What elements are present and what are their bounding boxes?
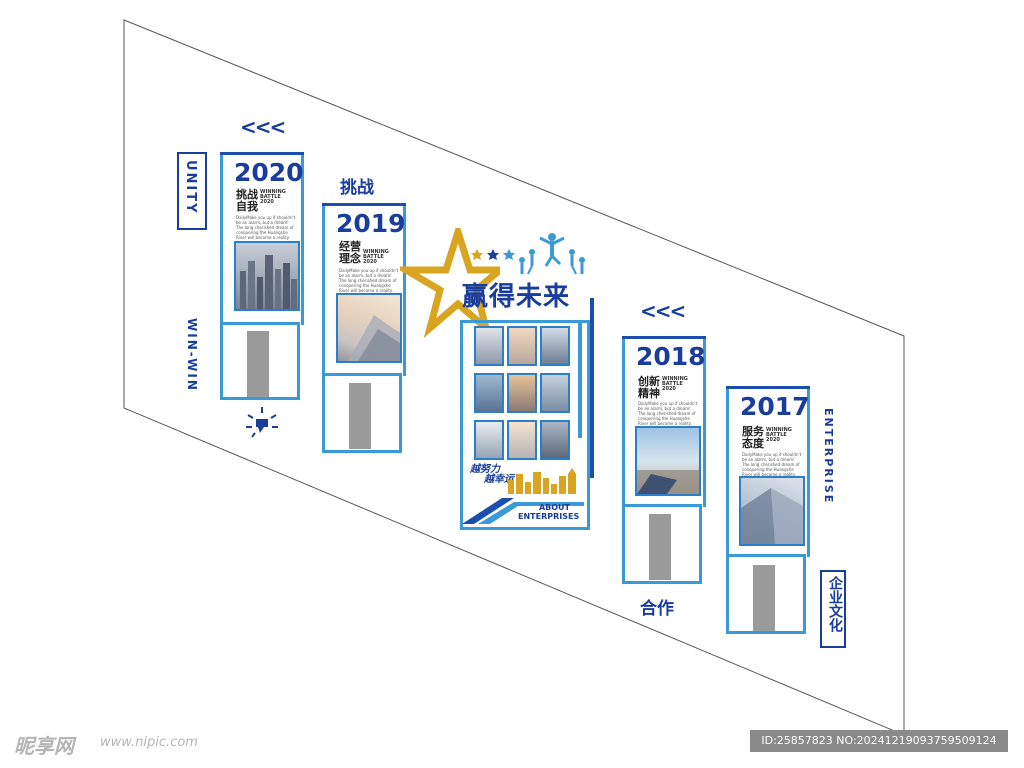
panel-frame-mid: [726, 554, 806, 557]
cooperation-label: 合作: [640, 599, 674, 619]
slogan-line-2: 越幸运: [484, 474, 514, 485]
panel-year: 2020: [234, 158, 304, 187]
feature-side-bar-inner: [578, 320, 582, 438]
about-line-1: ABOUT: [538, 503, 570, 512]
city-photo: [635, 426, 701, 496]
watermark-url: www.nipic.com: [100, 735, 198, 750]
building-photo: [336, 293, 402, 363]
panel-tag: WINNING BATTLE 2020: [363, 249, 389, 265]
skyline-image: [240, 255, 297, 309]
panel-frame-bottom: [726, 631, 806, 634]
thumb-photo: [474, 420, 504, 460]
panel-frame-mid: [322, 373, 402, 376]
enterprise-label: ENTERPRISE: [822, 408, 835, 505]
panel-frame-left: [726, 554, 729, 634]
thumb-photo: [507, 326, 537, 366]
blue-stripes-icon: [462, 498, 584, 524]
panel-top-bar: [322, 203, 406, 206]
grey-block: [753, 565, 775, 631]
panel-blurb: DailyMake you up if shouldn't be an alar…: [339, 268, 399, 293]
building-photo: [739, 476, 805, 546]
panel-title-cn: 挑战 自我: [236, 188, 258, 213]
panel-title-cn: 服务 态度: [742, 425, 764, 450]
panel-blurb: DailyMake you up if shouldn't be an alar…: [742, 452, 802, 477]
panel-top-bar: [220, 152, 304, 155]
culture-box: 企业文化: [820, 570, 846, 648]
panel-title-cn: 创新 精神: [638, 375, 660, 400]
small-stars-icon: [471, 249, 515, 260]
win-win-label: WIN-WIN: [185, 318, 199, 392]
panel-year: 2019: [336, 209, 406, 238]
watermark-logo: 昵享网: [14, 734, 74, 758]
slogan-line-1: 越努力: [470, 464, 500, 475]
panel-frame-right: [399, 373, 402, 453]
gold-skyline-icon: [508, 468, 576, 494]
panel-frame-left: [322, 373, 325, 453]
panel-blurb: DailyMake you up if shouldn't be an alar…: [638, 401, 698, 426]
feature-side-bar: [590, 298, 594, 478]
panel-frame-bottom: [322, 450, 402, 453]
watermark-id: ID:25857823 NO:20241219093759509124: [750, 730, 1008, 752]
megaphone-icon: [246, 407, 278, 438]
panel-frame-mid: [220, 322, 300, 325]
panel-tag: WINNING BATTLE 2020: [662, 376, 688, 392]
panel-tag: WINNING BATTLE 2020: [260, 189, 286, 205]
thumb-photo: [507, 373, 537, 413]
panel-frame-mid: [622, 504, 702, 507]
panel-top-bar: [726, 386, 810, 389]
headline: 赢得未来: [462, 282, 571, 312]
panel-frame-bottom: [220, 397, 300, 400]
glass-tower-image: [741, 488, 803, 544]
star-icon: [400, 228, 500, 338]
grey-block: [649, 514, 671, 580]
glass-building-image: [348, 315, 400, 361]
panel-frame-left: [220, 322, 223, 400]
about-label: ABOUT ENTERPRISES: [518, 503, 580, 521]
unity-label: UNITY: [183, 160, 198, 215]
about-line-2: ENTERPRISES: [518, 512, 580, 521]
panel-blurb: DailyMake you up if shouldn't be an alar…: [236, 215, 296, 240]
panel-tag: WINNING BATTLE 2020: [766, 427, 792, 443]
thumb-photo: [474, 326, 504, 366]
city-photo: [234, 241, 300, 311]
panel-title-cn: 经营 理念: [339, 240, 361, 265]
aerial-city-image: [637, 470, 699, 494]
feature-frame: [460, 320, 590, 530]
panel-frame-left: [622, 504, 625, 584]
panel-year: 2018: [636, 342, 706, 371]
grey-block: [349, 383, 371, 449]
challenge-label: 挑战: [340, 178, 374, 198]
panel-year: 2017: [740, 392, 810, 421]
thumb-photo: [540, 420, 570, 460]
thumb-photo: [507, 420, 537, 460]
panel-frame-right: [297, 322, 300, 400]
panel-frame-right: [803, 554, 806, 634]
chevron-left-icon: <<<: [240, 115, 286, 139]
thumb-photo: [540, 373, 570, 413]
chevron-left-icon: <<<: [640, 299, 686, 323]
thumb-photo: [540, 326, 570, 366]
grey-block: [247, 331, 269, 397]
unity-box: UNITY: [177, 152, 207, 230]
panel-frame-bottom: [622, 581, 702, 584]
thumb-photo: [474, 373, 504, 413]
panel-frame-right: [699, 504, 702, 584]
runners-icon: [519, 233, 585, 275]
panel-top-bar: [622, 336, 706, 339]
culture-label: 企业文化: [827, 576, 843, 632]
